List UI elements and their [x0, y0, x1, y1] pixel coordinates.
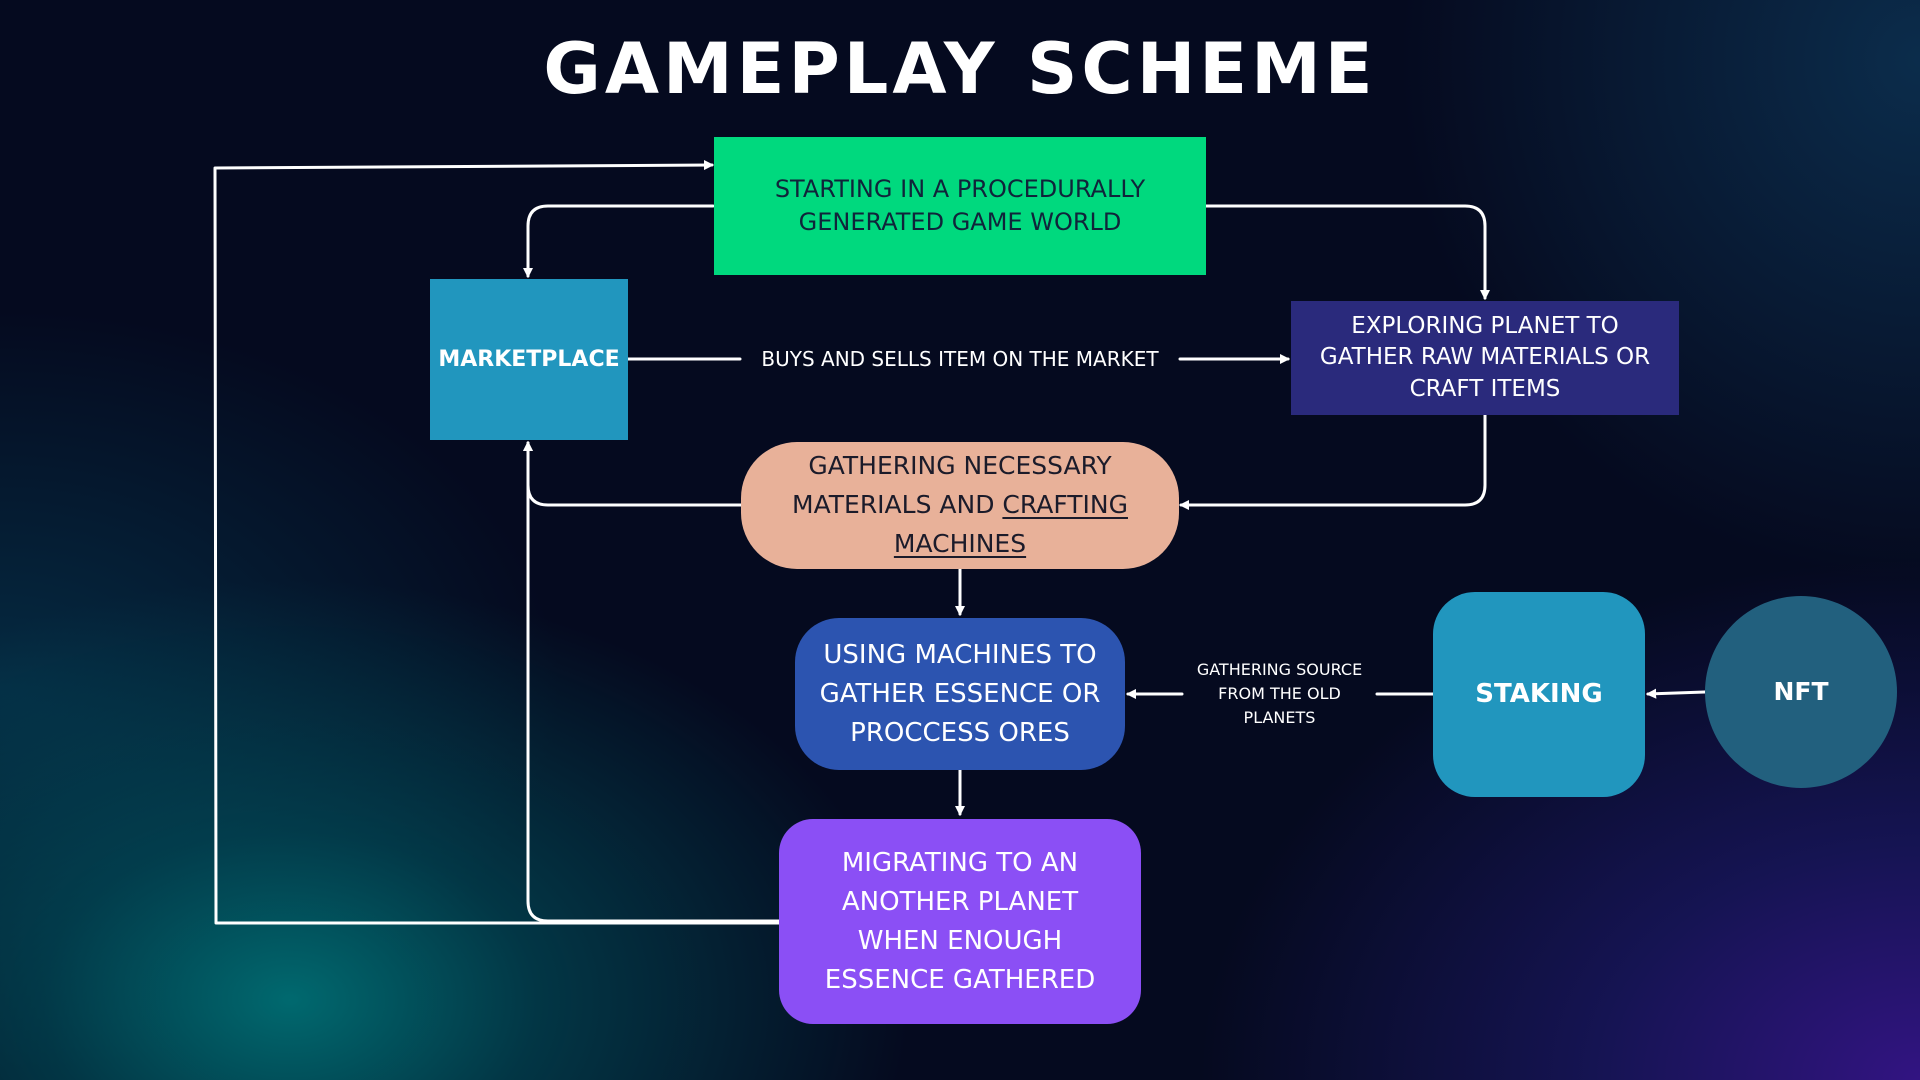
node-using-line-2: GATHER ESSENCE OR	[819, 678, 1101, 709]
edge-label-staking: GATHERING SOURCE FROM THE OLD PLANETS	[1182, 658, 1377, 730]
node-marketplace: MARKETPLACE	[430, 279, 628, 440]
node-migrating-line-4: ESSENCE GATHERED	[824, 964, 1096, 995]
node-staking: STAKING	[1433, 592, 1645, 797]
edge-gathering-to-marketplace	[522, 440, 743, 507]
edge-migrating-to-marketplace	[522, 440, 781, 923]
node-exploring-line-1: EXPLORING PLANET TO	[1351, 313, 1619, 340]
node-exploring-line-3: CRAFT ITEMS	[1409, 375, 1561, 402]
edge-label-staking-line-2: FROM THE OLD	[1218, 684, 1341, 703]
node-marketplace-label: MARKETPLACE	[438, 346, 620, 372]
node-migrating-line-2: ANOTHER PLANET	[841, 886, 1079, 917]
diagram-title: GAMEPLAY SCHEME	[543, 28, 1377, 110]
node-start-line-2: GENERATED GAME WORLD	[798, 208, 1122, 236]
node-exploring: EXPLORING PLANET TO GATHER RAW MATERIALS…	[1291, 301, 1679, 415]
node-migrating: MIGRATING TO AN ANOTHER PLANET WHEN ENOU…	[779, 819, 1141, 1024]
node-staking-label: STAKING	[1475, 678, 1603, 709]
node-exploring-line-2: GATHER RAW MATERIALS OR	[1319, 344, 1651, 371]
node-using-line-1: USING MACHINES TO	[823, 639, 1097, 670]
edge-nft-to-staking	[1645, 688, 1707, 699]
node-gathering: GATHERING NECESSARY MATERIALS AND CRAFTI…	[741, 442, 1179, 569]
node-nft: NFT	[1705, 596, 1897, 788]
node-using-line-3: PROCCESS ORES	[850, 717, 1070, 748]
edge-exploring-to-gathering	[1178, 413, 1487, 511]
node-nft-label: NFT	[1773, 677, 1829, 706]
edge-migrating-to-start	[213, 159, 781, 925]
node-migrating-line-3: WHEN ENOUGH	[857, 925, 1063, 956]
crafting-link[interactable]: CRAFTING	[1002, 490, 1128, 520]
edge-start-to-marketplace	[522, 204, 715, 279]
node-gathering-line-2: MATERIALS AND CRAFTING	[792, 486, 1128, 525]
node-migrating-line-1: MIGRATING TO AN	[841, 847, 1079, 878]
edge-label-staking-line-1: GATHERING SOURCE	[1196, 660, 1363, 679]
edge-label-staking-line-3: PLANETS	[1243, 708, 1316, 727]
node-gathering-line-1: GATHERING NECESSARY	[808, 451, 1112, 481]
edge-start-to-exploring	[1204, 204, 1491, 301]
edge-label-market-text: BUYS AND SELLS ITEM ON THE MARKET	[761, 347, 1159, 371]
edge-label-market: BUYS AND SELLS ITEM ON THE MARKET	[740, 346, 1180, 372]
node-start-line-1: STARTING IN A PROCEDURALLY	[774, 175, 1146, 204]
node-using: USING MACHINES TO GATHER ESSENCE OR PROC…	[795, 618, 1125, 770]
node-gathering-line-2a: MATERIALS AND	[792, 490, 1003, 520]
machines-link[interactable]: MACHINES	[893, 528, 1027, 558]
node-start: STARTING IN A PROCEDURALLY GENERATED GAM…	[714, 137, 1206, 275]
